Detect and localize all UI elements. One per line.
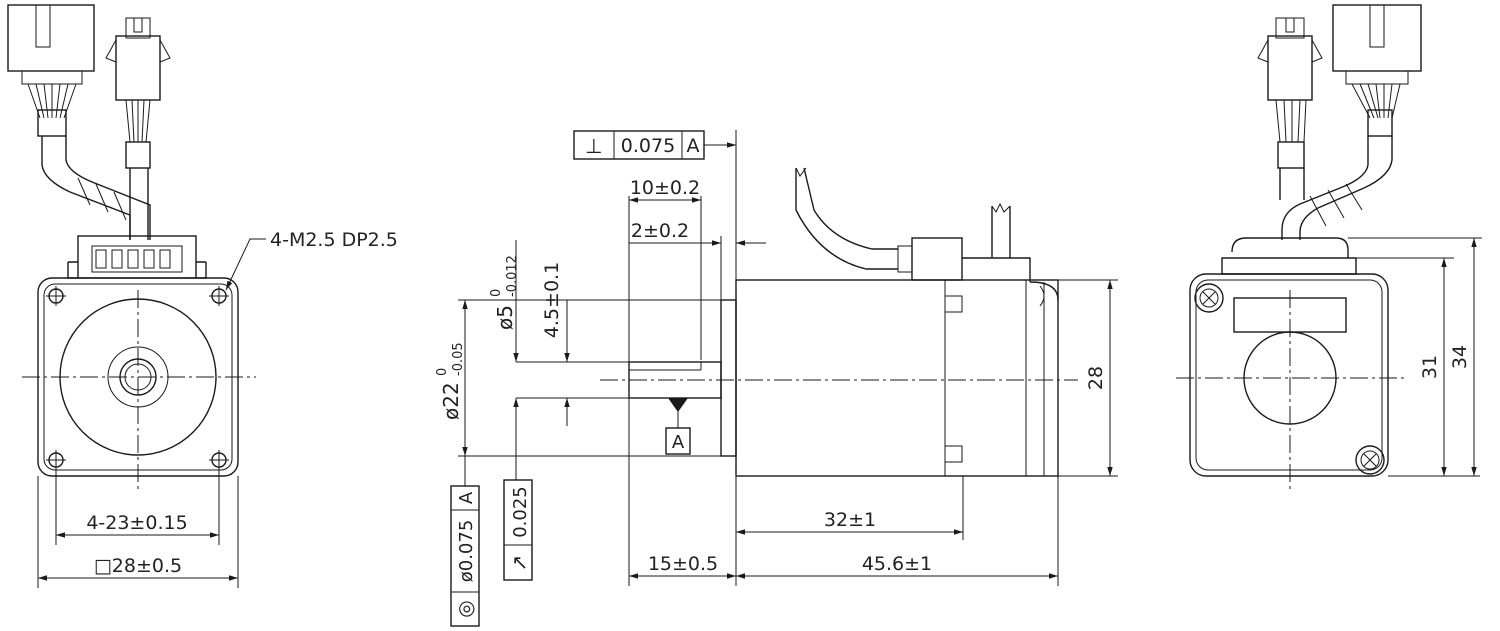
shaft-length-dim: 10±0.2 (630, 177, 700, 199)
rear-cable (1281, 136, 1393, 240)
perpendicularity-frame: ⊥ 0.075 A (573, 130, 736, 160)
svg-text:⊥: ⊥ (585, 134, 602, 158)
rear-housing (1189, 273, 1389, 477)
concentricity-frame: A ø0.075 ◎ (450, 456, 480, 627)
svg-text:0: 0 (435, 368, 450, 376)
datum-a: A (665, 398, 691, 455)
runout-frame: 0.025 ↗ (503, 479, 533, 581)
svg-text:0.025: 0.025 (510, 486, 531, 538)
rear-connector-small (1257, 17, 1323, 169)
front-cable-a (41, 136, 131, 240)
svg-text:-0.05: -0.05 (451, 342, 466, 376)
svg-text:ø0.075: ø0.075 (456, 520, 477, 583)
side-flange (720, 299, 737, 457)
rear-view: 31 34 (1176, 4, 1482, 492)
front-connector-small (105, 17, 171, 169)
flange-square-dim: □28±0.5 (94, 555, 182, 577)
pilot-diameter-dim: ø22 (439, 382, 463, 420)
front-connector-large (7, 4, 95, 137)
screw-bottom-right (1355, 445, 1385, 475)
front-view: 4-M2.5 DP2.5 4-23±0.15 □28±0.5 (7, 4, 398, 588)
side-view: ⊥ 0.075 A 10±0.2 2±0.2 (435, 130, 1118, 627)
hole-spacing-dim: 4-23±0.15 (86, 512, 187, 534)
side-cable-gland (911, 237, 963, 281)
screw-top-left (1194, 283, 1224, 313)
total-length-dim: 45.6±1 (862, 553, 932, 575)
shaft-diameter-dim: ø5 (493, 305, 517, 330)
rear-connector-large (1332, 4, 1422, 137)
svg-text:A: A (672, 432, 685, 453)
body-length-dim: 32±1 (824, 509, 876, 531)
inner-height-dim: 31 (1419, 355, 1441, 379)
motor-body (735, 279, 1059, 477)
svg-text:0.075: 0.075 (621, 135, 675, 157)
height-dim: 28 (1085, 366, 1107, 390)
svg-text:◎: ◎ (453, 600, 477, 617)
svg-text:↗: ↗ (507, 555, 531, 572)
thread-callout: 4-M2.5 DP2.5 (270, 229, 398, 251)
flange-step-dim: 2±0.2 (631, 220, 689, 242)
svg-text:A: A (456, 491, 477, 504)
svg-text:0: 0 (489, 289, 504, 297)
front-cable-b (129, 168, 149, 240)
svg-text:A: A (687, 135, 700, 157)
overall-height-dim: 34 (1449, 345, 1471, 369)
svg-text:-0.012: -0.012 (505, 255, 520, 297)
shaft-projection-dim: 15±0.5 (648, 553, 718, 575)
